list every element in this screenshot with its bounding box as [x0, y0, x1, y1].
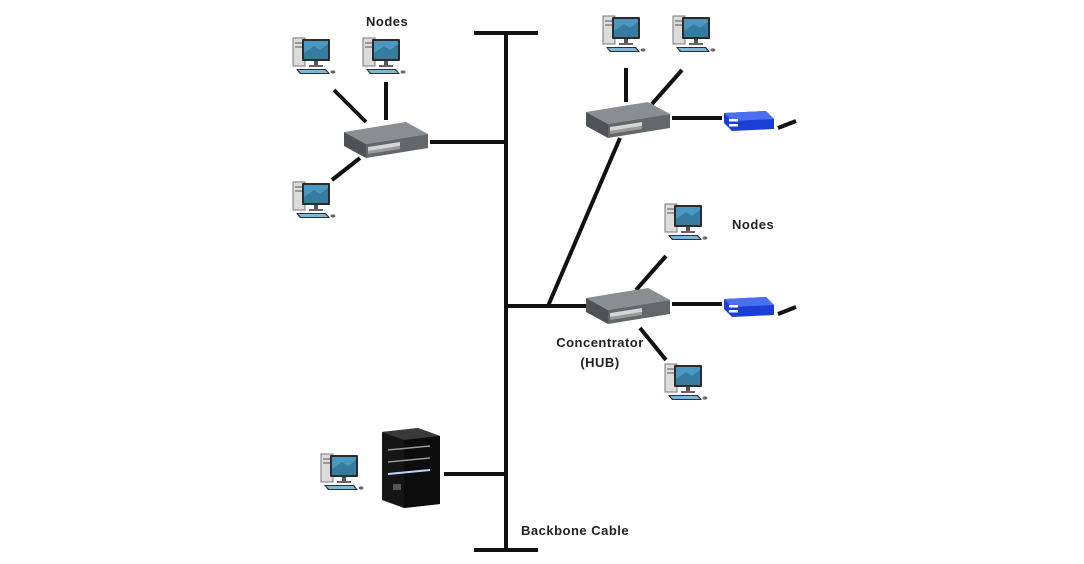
network-cables: [330, 68, 797, 476]
concentrator-label-line1: Concentrator: [556, 335, 644, 350]
hub-icon: [586, 102, 670, 138]
concentrator-label-line2: (HUB): [580, 355, 620, 370]
hub-icon: [344, 122, 428, 158]
computer-icon: [292, 37, 336, 75]
transceiver-icon: [724, 111, 774, 131]
computer-icon: [320, 453, 364, 491]
computer-icon: [292, 181, 336, 219]
computer-icon: [664, 203, 708, 241]
server-icon: [382, 428, 440, 508]
nodes-label-right: Nodes: [732, 217, 775, 232]
computer-icon: [362, 37, 406, 75]
hub-icon: [586, 288, 670, 324]
computer-icon: [672, 15, 716, 53]
backbone-cable-label: Backbone Cable: [521, 523, 630, 538]
backbone-cable: [474, 31, 538, 552]
nodes-label-top: Nodes: [366, 14, 409, 29]
computer-icon: [602, 15, 646, 53]
computer-icon: [664, 363, 708, 401]
concentrator-label: Concentrator (HUB): [530, 333, 670, 373]
transceiver-icon: [724, 297, 774, 317]
